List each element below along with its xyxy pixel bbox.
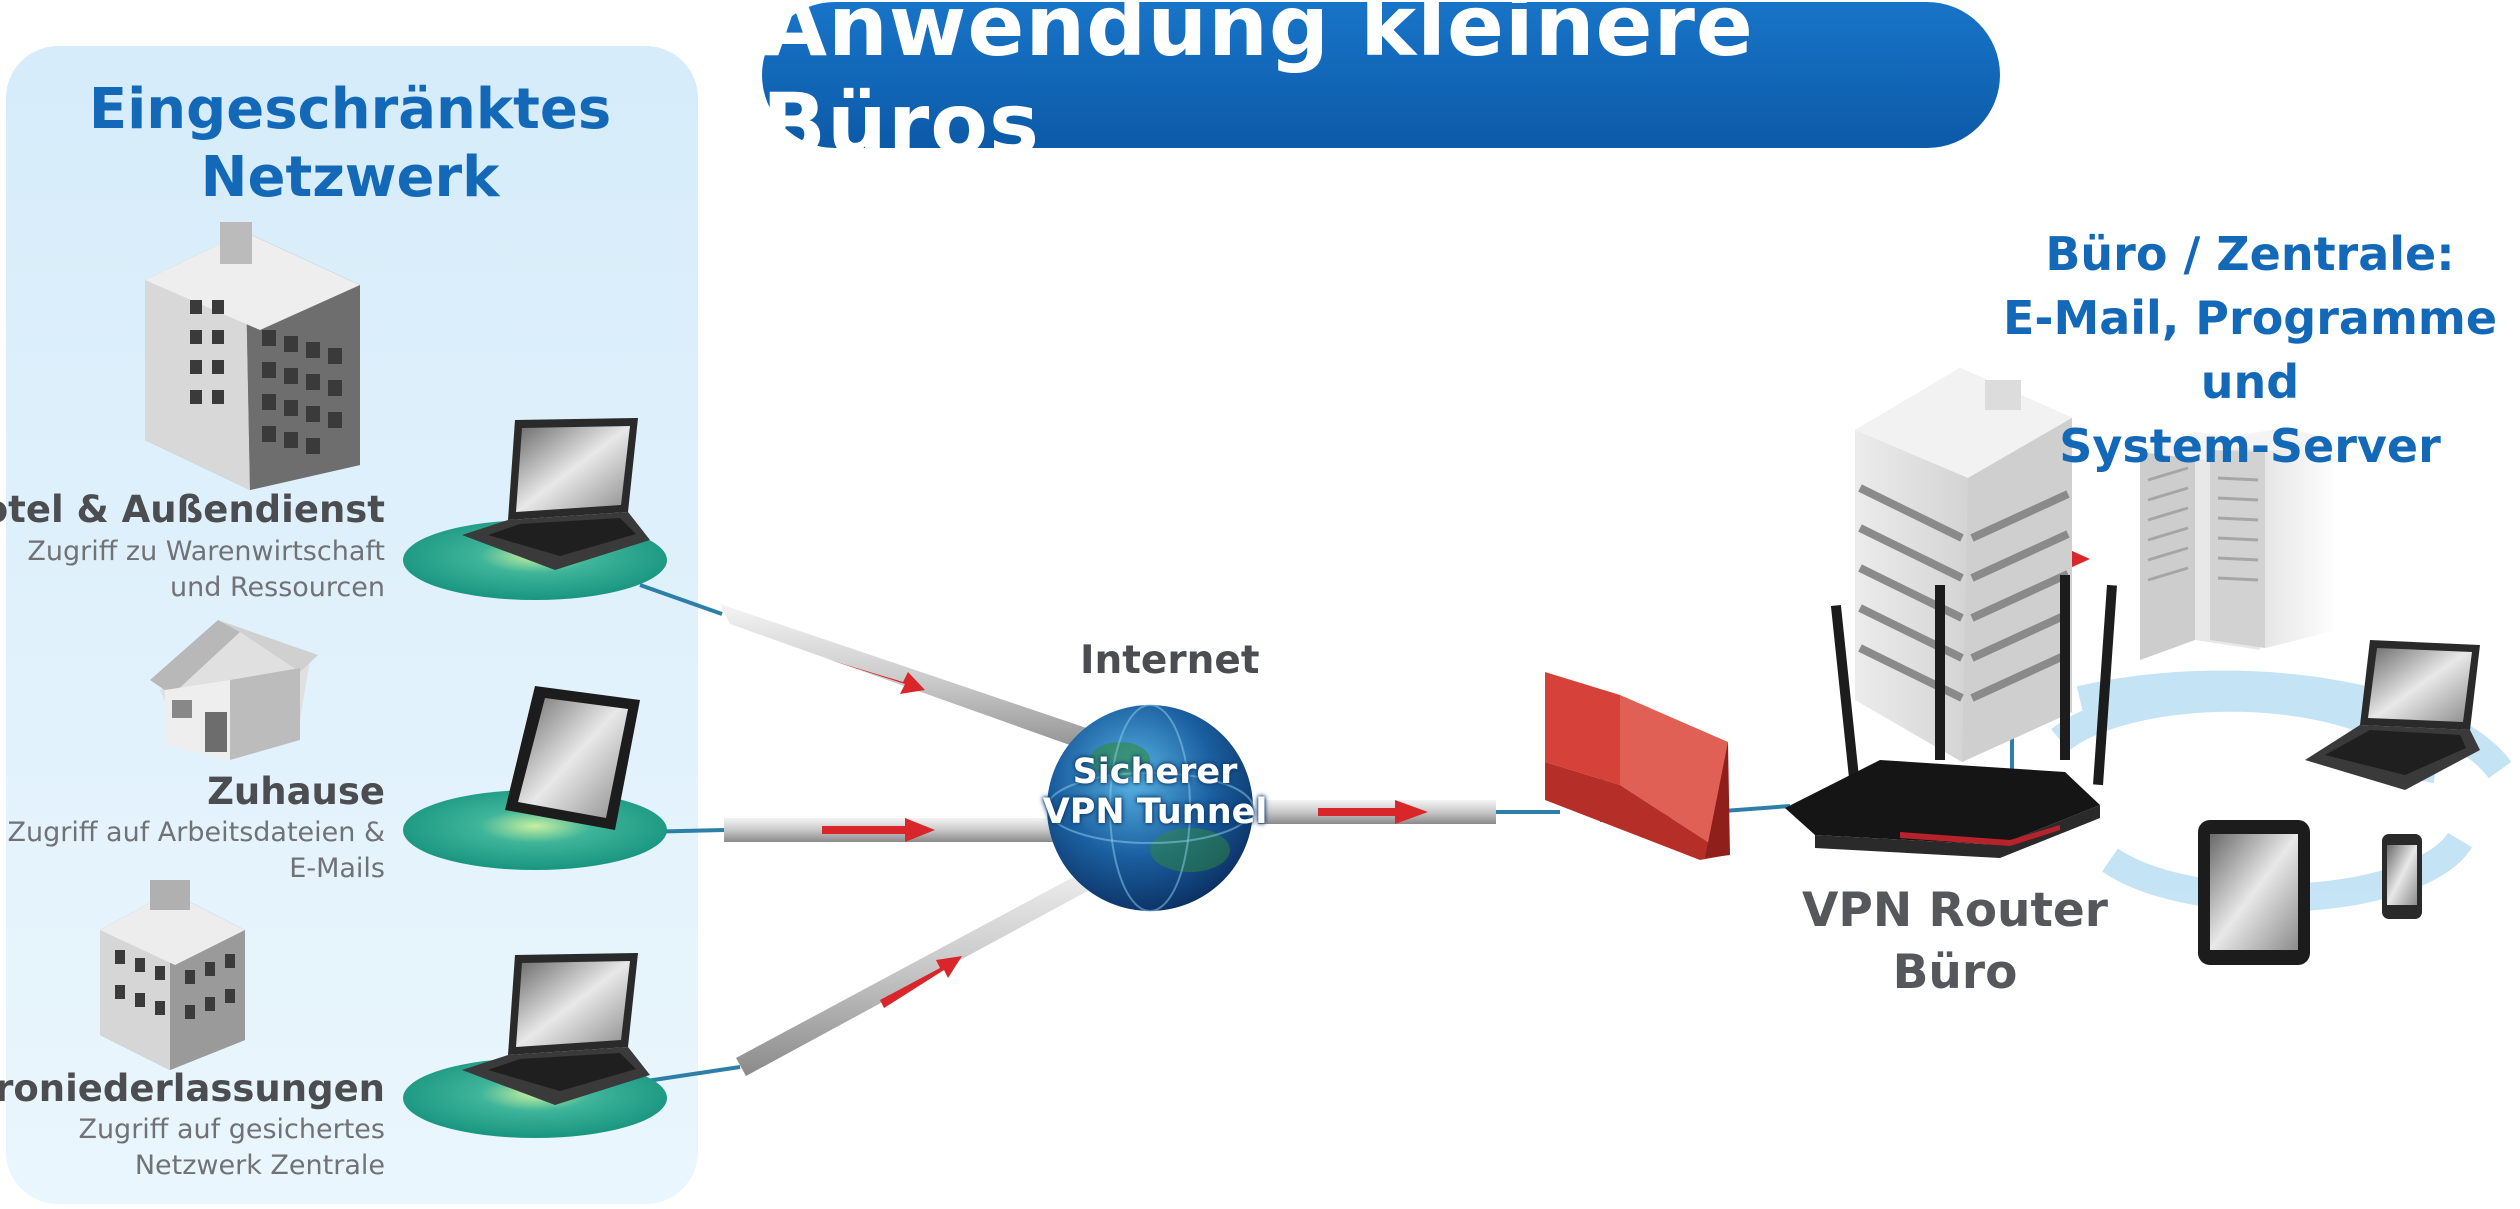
arrow-middle	[822, 818, 935, 842]
tunnel-pipe-top	[720, 604, 1122, 760]
arrow-bottom	[880, 956, 962, 1008]
vpn-tunnel-pipes	[720, 604, 1496, 1076]
server-rack-icon	[2140, 428, 2338, 660]
server-link-arrowhead	[2070, 550, 2090, 568]
data-flow-arrows	[822, 660, 1428, 1008]
location-name-hotel: Hotel & Außendienst	[0, 488, 385, 531]
restricted-network-title: Eingeschränktes Netzwerk	[40, 76, 660, 212]
location-desc-line: Zugriff zu Warenwirtschaft	[27, 536, 385, 567]
router-icon	[1785, 575, 2117, 858]
location-desc-line: Zugriff auf gesichertes	[78, 1114, 385, 1145]
restricted-network-title-line: Eingeschränktes	[88, 77, 612, 142]
location-desc-line: Zugriff auf Arbeitsdateien &	[7, 817, 386, 848]
house-icon	[150, 620, 318, 760]
tunnel-pipe-bottom	[736, 852, 1130, 1076]
hotel-building-icon	[145, 222, 360, 490]
firewall-icon	[1545, 672, 1730, 860]
location-name-branch: Büroniederlassungen	[0, 1067, 385, 1110]
location-desc-branch: Zugriff auf gesichertes Netzwerk Zentral…	[78, 1112, 385, 1184]
location-desc-line: E-Mails	[289, 853, 385, 884]
office-label-line: Büro / Zentrale:	[2045, 227, 2455, 281]
office-headquarters-label: Büro / Zentrale: E-Mail, Programme und S…	[1960, 222, 2520, 478]
headquarters-building-icon	[1855, 368, 2072, 762]
laptop-icon-office	[2305, 640, 2480, 790]
office-building-icon	[100, 880, 245, 1070]
office-label-line: E-Mail, Programme und	[2002, 291, 2498, 409]
tablet-icon-office	[2198, 820, 2310, 965]
page-title: Anwendung kleinere Büros	[762, 0, 2000, 173]
arrow-top	[830, 660, 925, 694]
tablet-icon	[505, 686, 640, 830]
arrow-firewall	[1318, 800, 1428, 824]
location-name-home: Zuhause	[207, 770, 385, 813]
location-desc-line: Netzwerk Zentrale	[134, 1150, 385, 1181]
office-label-line: System-Server	[2059, 419, 2441, 473]
vpn-router-label-line: Büro	[1892, 945, 2018, 1000]
vpn-tunnel-label: Sicherer VPN Tunnel	[1040, 752, 1270, 832]
vpn-router-label-line: VPN Router	[1802, 883, 2108, 938]
laptop-icon-hotel	[462, 418, 650, 570]
restricted-network-title-line: Netzwerk	[200, 145, 500, 210]
vpn-tunnel-label-line: VPN Tunnel	[1042, 792, 1268, 832]
laptop-icon-branch	[462, 953, 650, 1105]
vpn-router-label: VPN Router Büro	[1790, 880, 2120, 1004]
internet-label: Internet	[1080, 638, 1260, 683]
location-desc-line: und Ressourcen	[170, 572, 385, 603]
location-desc-home: Zugriff auf Arbeitsdateien & E-Mails	[8, 815, 386, 887]
globe-icon	[1046, 704, 1254, 912]
location-desc-hotel: Zugriff zu Warenwirtschaft und Ressource…	[27, 534, 385, 606]
vpn-tunnel-label-line: Sicherer	[1072, 752, 1238, 792]
smartphone-icon	[2382, 834, 2422, 919]
